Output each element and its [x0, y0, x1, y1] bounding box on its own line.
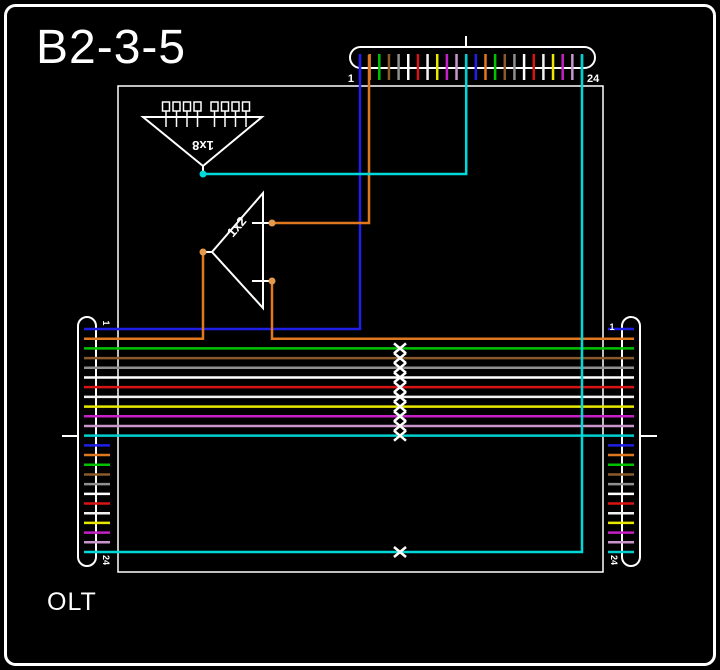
left-strip-label-1: 1 — [101, 320, 111, 325]
splitter-1x8-port-1 — [161, 101, 171, 112]
splice-x-mark-7 — [393, 381, 407, 394]
splitter-1x8-body — [140, 116, 265, 168]
right-strip-label-24: 24 — [609, 555, 619, 565]
right-strip-label-1: 1 — [609, 322, 614, 332]
left-strip-label-24: 24 — [101, 555, 111, 565]
left-connector-strip — [77, 316, 97, 567]
olt-label: OLT — [47, 588, 97, 616]
splice-x-mark-3 — [393, 342, 407, 355]
dot-1x2-output1 — [268, 219, 276, 227]
dot-1x2-input — [199, 248, 207, 256]
splice-x-mark-6 — [393, 371, 407, 384]
splitter-1x8-port-7 — [231, 101, 240, 112]
splice-x-mark-5 — [393, 361, 407, 374]
top-strip-label-1: 1 — [348, 73, 354, 85]
splice-x-mark-12 — [393, 429, 407, 442]
page-title: B2-3-5 — [36, 21, 187, 74]
route-1x8-to-top-12 — [206, 55, 468, 176]
route-fiber1-blue — [84, 55, 362, 331]
splitter-1x8-port-2 — [172, 101, 181, 112]
route-1x2-out2-to-right — [270, 284, 634, 340]
splitter-1x8-port-3 — [182, 101, 192, 112]
top-strip-label-24: 24 — [587, 73, 600, 85]
splitter-1x8-port-4 — [193, 101, 202, 112]
top-connector-strip — [349, 46, 596, 69]
outer-border — [4, 4, 716, 666]
right-connector-strip — [621, 316, 641, 567]
dot-1x8-output — [199, 170, 207, 178]
splice-x-mark-8 — [393, 390, 407, 403]
splice-x-mark-10 — [393, 410, 407, 423]
splitter-1x2-body — [210, 190, 264, 311]
route-fiber2-to-1x2-input — [84, 255, 205, 340]
splice-x-mark-11 — [393, 419, 407, 432]
splitter-1x8-port-6 — [220, 101, 230, 112]
dot-1x2-output2 — [268, 277, 276, 285]
route-fiber24-to-top-24 — [84, 55, 584, 554]
splitter-1x8-port-5 — [210, 101, 219, 112]
splitter-1x2-label: 1x2 — [224, 214, 250, 240]
splitter-1x8-port-8 — [241, 101, 251, 112]
splice-x-mark-9 — [393, 400, 407, 413]
splice-x-mark-24 — [393, 546, 407, 558]
splice-x-mark-4 — [393, 352, 407, 365]
route-1x2-out1-to-top — [275, 55, 371, 225]
splitter-1x8-label: 1x8 — [192, 138, 214, 153]
